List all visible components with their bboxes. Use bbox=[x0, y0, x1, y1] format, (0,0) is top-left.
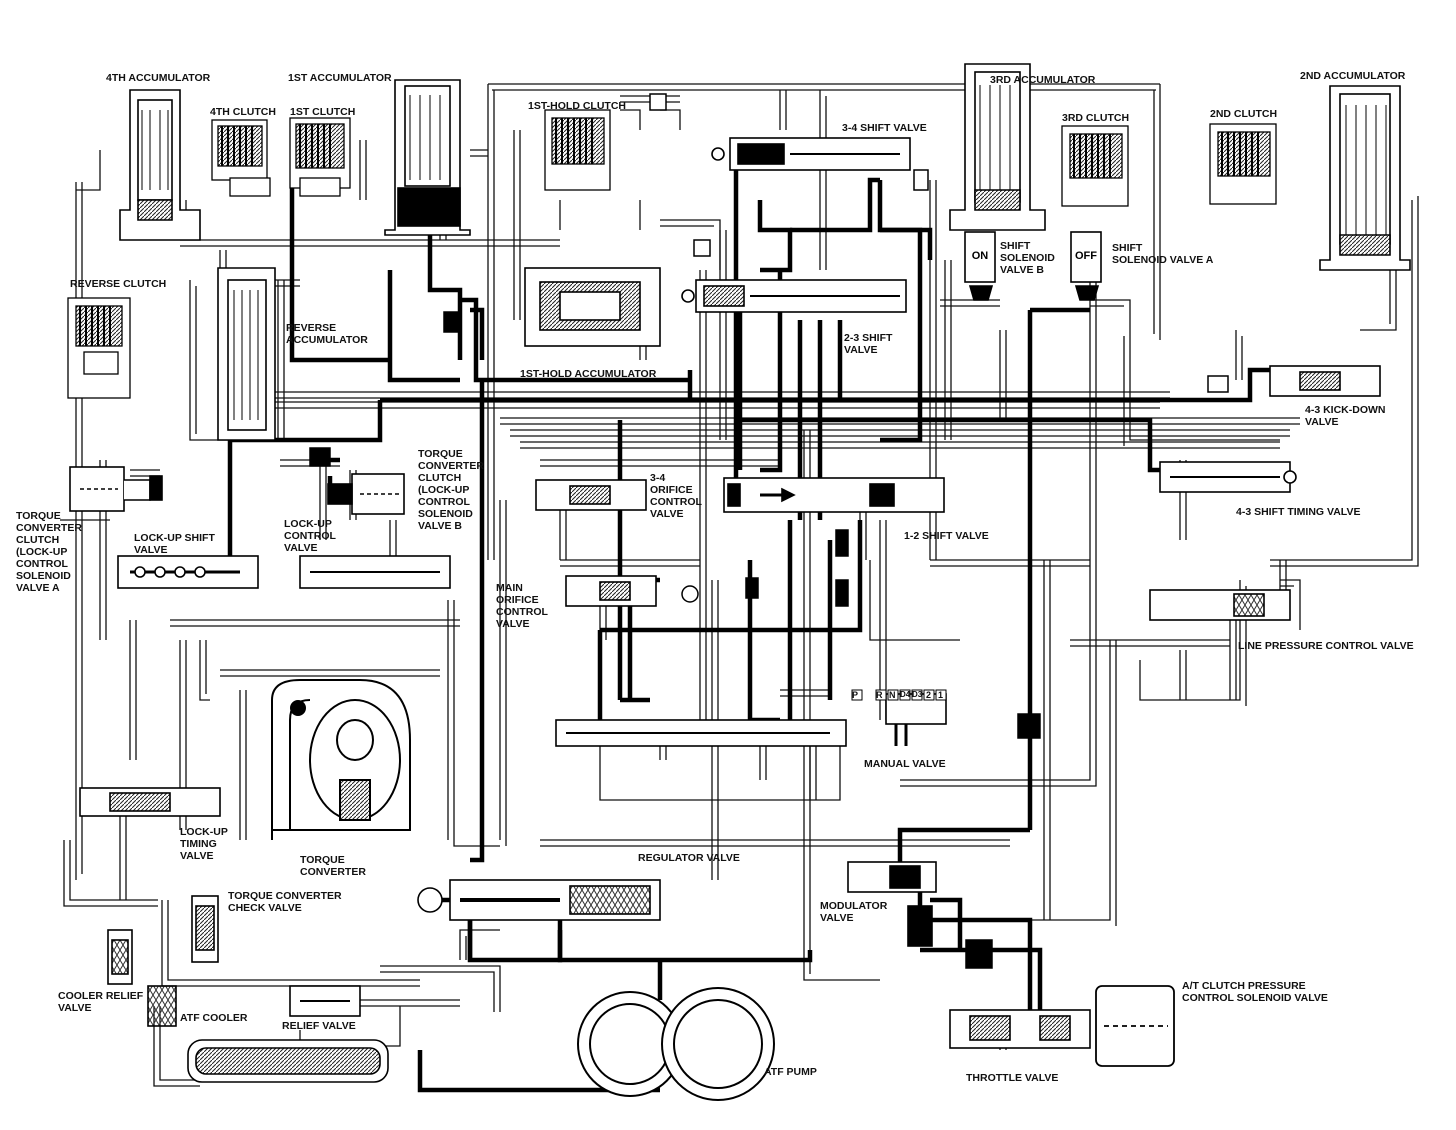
label-reverse-accumulator: REVERSE ACCUMULATOR bbox=[286, 322, 368, 346]
label-reverse-clutch: REVERSE CLUTCH bbox=[70, 278, 167, 290]
solenoid-a-state: OFF bbox=[1075, 250, 1097, 262]
label-lockup-shift-valve: LOCK-UP SHIFT VALVE bbox=[134, 532, 215, 556]
label-3rd-clutch: 3RD CLUTCH bbox=[1062, 112, 1130, 124]
label-cooler-relief-valve: COOLER RELIEF VALVE bbox=[58, 990, 144, 1014]
label-2nd-clutch: 2ND CLUTCH bbox=[1210, 108, 1278, 120]
lockup-solenoid-a bbox=[69, 466, 163, 512]
label-2nd-accumulator: 2ND ACCUMULATOR bbox=[1300, 70, 1406, 82]
accumulator-4th bbox=[119, 89, 201, 241]
accumulator-1st bbox=[384, 79, 471, 236]
label-throttle-valve: THROTTLE VALVE bbox=[966, 1072, 1059, 1084]
label-shift-solenoid-a: SHIFT SOLENOID VALVE A bbox=[1112, 242, 1214, 266]
accumulator-3rd bbox=[949, 63, 1046, 231]
manual-pos-d3: D3 bbox=[912, 690, 923, 699]
clutch-pressure-solenoid bbox=[1095, 985, 1175, 1067]
label-atf-pump: ATF PUMP bbox=[764, 1066, 817, 1078]
label-4-3-kick-down-valve: 4-3 KICK-DOWN VALVE bbox=[1305, 404, 1386, 428]
label-1st-hold-clutch: 1ST-HOLD CLUTCH bbox=[528, 100, 626, 112]
manual-pos-p: P bbox=[852, 690, 859, 700]
label-lockup-timing-valve: LOCK-UP TIMING VALVE bbox=[180, 826, 228, 862]
label-1st-hold-accumulator: 1ST-HOLD ACCUMULATOR bbox=[520, 368, 657, 380]
manual-pos-2: 2 bbox=[926, 690, 932, 700]
label-relief-valve: RELIEF VALVE bbox=[282, 1020, 356, 1032]
label-3-4-shift-valve: 3-4 SHIFT VALVE bbox=[842, 122, 927, 134]
atf-pump-gears bbox=[577, 987, 775, 1101]
label-4th-accumulator: 4TH ACCUMULATOR bbox=[106, 72, 211, 84]
fluid-passages-thin bbox=[60, 83, 1419, 1087]
label-torque-converter-check-valve: TORQUE CONVERTER CHECK VALVE bbox=[228, 890, 342, 914]
label-2-3-shift-valve: 2-3 SHIFT VALVE bbox=[844, 332, 893, 356]
label-1st-clutch: 1ST CLUTCH bbox=[290, 106, 356, 118]
torque-converter-body bbox=[271, 679, 411, 840]
label-atf-cooler: ATF COOLER bbox=[180, 1012, 248, 1024]
accumulator-2nd bbox=[1319, 85, 1411, 271]
shift-solenoid-b bbox=[964, 231, 996, 301]
label-lockup-control-valve: LOCK-UP CONTROL VALVE bbox=[284, 518, 336, 554]
label-shift-solenoid-b: SHIFT SOLENOID VALVE B bbox=[1000, 240, 1055, 276]
manual-pos-r: R bbox=[876, 690, 883, 700]
label-main-orifice-control-valve: MAIN ORIFICE CONTROL VALVE bbox=[496, 582, 548, 630]
label-modulator-valve: MODULATOR VALVE bbox=[820, 900, 888, 924]
manual-pos-n: N bbox=[889, 690, 896, 700]
label-torque-converter: TORQUE CONVERTER bbox=[300, 854, 366, 878]
manual-pos-d4: D4 bbox=[900, 690, 911, 699]
accumulator-1st-hold bbox=[524, 267, 661, 347]
label-regulator-valve: REGULATOR VALVE bbox=[638, 852, 740, 864]
manual-pos-1: 1 bbox=[938, 690, 944, 700]
fluid-passages-pressurized bbox=[227, 140, 1280, 1093]
label-4th-clutch: 4TH CLUTCH bbox=[210, 106, 276, 118]
label-clutch-pressure-solenoid: A/T CLUTCH PRESSURE CONTROL SOLENOID VAL… bbox=[1182, 980, 1328, 1004]
manual-valve-position-grid bbox=[851, 689, 947, 701]
shift-solenoid-a bbox=[1070, 231, 1102, 301]
spool-valves bbox=[79, 137, 1381, 1083]
label-3rd-accumulator: 3RD ACCUMULATOR bbox=[990, 74, 1096, 86]
solenoid-b-state: ON bbox=[971, 250, 989, 262]
label-manual-valve: MANUAL VALVE bbox=[864, 758, 946, 770]
accumulator-reverse bbox=[217, 267, 276, 441]
label-1st-accumulator: 1ST ACCUMULATOR bbox=[288, 72, 392, 84]
label-lockup-solenoid-b: TORQUE CONVERTER CLUTCH (LOCK-UP CONTROL… bbox=[418, 448, 484, 532]
label-line-pressure-control-valve: LINE PRESSURE CONTROL VALVE bbox=[1238, 640, 1414, 652]
label-1-2-shift-valve: 1-2 SHIFT VALVE bbox=[904, 530, 989, 542]
label-lockup-solenoid-a: TORQUE CONVERTER CLUTCH (LOCK-UP CONTROL… bbox=[16, 510, 82, 594]
check-valves bbox=[309, 93, 1229, 969]
clutch-packs bbox=[67, 109, 1277, 399]
label-4-3-shift-timing-valve: 4-3 SHIFT TIMING VALVE bbox=[1236, 506, 1361, 518]
lockup-solenoid-b bbox=[327, 473, 405, 515]
label-3-4-orifice-control-valve: 3-4 ORIFICE CONTROL VALVE bbox=[650, 472, 702, 520]
